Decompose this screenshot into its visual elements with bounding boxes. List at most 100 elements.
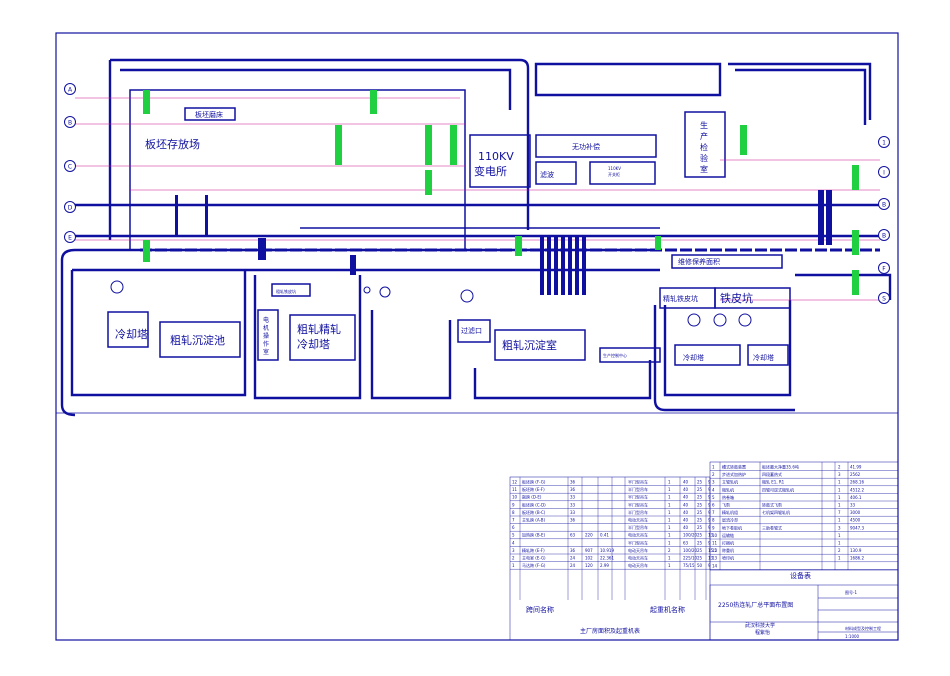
crane-cell: 25: [697, 533, 703, 538]
crane-cell: 25: [697, 556, 703, 561]
crane-cell: 半门型吊车: [628, 509, 648, 515]
crane-cell: 9: [708, 495, 711, 500]
university: 武汉科技大学: [745, 622, 775, 629]
crane-cell: 9: [708, 502, 711, 507]
axis-label-left: B: [68, 119, 72, 126]
crane-cell: 12: [512, 480, 518, 485]
title-block: [709, 584, 899, 641]
crane-cell: 副跨 (D-E): [522, 494, 542, 500]
crane-cell: 加热跨 (B-E): [522, 532, 546, 538]
equip-cell: 33: [850, 503, 856, 508]
crane-cell: 1: [668, 518, 671, 523]
crane-cell: 1: [668, 510, 671, 515]
axis-bubble-right: [878, 136, 890, 148]
drawing-frame: [55, 32, 899, 641]
axis-bubble-left: [64, 160, 76, 172]
equip-cell: 3: [712, 480, 715, 485]
crane-cell: 25: [697, 502, 703, 507]
crane-cell: 2.99: [600, 563, 609, 568]
label-finish-scale-pit: 精轧铁皮坑: [663, 294, 698, 303]
crane-cell: 75/15: [683, 563, 695, 568]
equip-cell: 2: [838, 465, 841, 470]
main-building: [107, 89, 791, 366]
equip-cell: 1: [838, 541, 841, 546]
equip-cell: 9047.3: [850, 525, 864, 530]
equip-cell: 3: [838, 472, 841, 477]
axis-bubble-right: [878, 229, 890, 241]
axis-bubble-right: [878, 292, 890, 304]
crane-cell: 精轧跨 (E-F): [522, 547, 545, 553]
crane-cell: 马达跨 (F-G): [522, 562, 546, 568]
crane-cell: 40: [683, 518, 689, 523]
equipment-table-title: 设备表: [790, 571, 811, 580]
equip-cell: 7: [838, 510, 841, 515]
axis-bubble-left: [64, 116, 76, 128]
crane-cell: 13: [708, 556, 714, 561]
finishing-mill-stands: [175, 190, 832, 295]
axis-bubble-right: [878, 262, 890, 274]
crane-cell: 9: [512, 502, 515, 507]
axis-label-left: E: [68, 234, 72, 241]
crane-cell: 33: [570, 495, 576, 500]
crane-cell: 36: [570, 487, 576, 492]
crane-cell: 1: [668, 556, 671, 561]
equip-cell: 板坯最大净重35.6吨: [762, 464, 799, 470]
label-slab-storage: 板坯存放场: [145, 137, 200, 151]
equip-cell: 地下卷取机: [722, 524, 742, 530]
crane-cell: 1: [512, 563, 515, 568]
equip-cell: 6: [712, 503, 715, 508]
crane-cell: 25: [697, 487, 703, 492]
ctrlroom-char: 操: [263, 332, 269, 340]
axis-label-right: I: [883, 169, 885, 176]
axis-label-right: B: [882, 201, 886, 208]
crane-cell: 1: [668, 563, 671, 568]
inspect-char: 生: [700, 120, 708, 130]
equip-cell: 转鼓式飞剪: [762, 502, 782, 508]
equip-cell: 14: [712, 563, 718, 568]
equip-cell: 1: [838, 480, 841, 485]
crane-cell: 50: [697, 563, 703, 568]
crane-cell: 9: [708, 525, 711, 530]
crane-cell: 9: [708, 540, 711, 545]
axis-label-left: D: [68, 204, 73, 211]
crane-cell: 33: [570, 510, 576, 515]
label-cooling-tower-2: 冷却塔: [683, 353, 704, 362]
crane-cell: 0.41: [600, 533, 609, 538]
label-rough-cooling-tower: 冷却塔: [115, 328, 148, 341]
crane-cell: 1: [668, 525, 671, 530]
label-reactive-compensation: 无功补偿: [572, 142, 600, 151]
crane-cell: 1: [668, 533, 671, 538]
equip-cell: 四辊可逆式粗轧机: [762, 486, 794, 492]
crane-cell: 主轧跨 (A-B): [522, 517, 546, 523]
equip-cell: 三助卷辊式: [762, 524, 782, 530]
equip-cell: 步进式加热炉: [722, 471, 746, 477]
inspect-char: 验: [700, 153, 708, 163]
equip-cell: 1: [838, 503, 841, 508]
equip-cell: 4: [712, 487, 715, 492]
axis-label-left: C: [68, 163, 72, 170]
equip-cell: 打捆机: [722, 540, 734, 546]
equip-cell: 4512.2: [850, 487, 864, 492]
crane-cell: 40: [683, 480, 689, 485]
equip-cell: 13: [712, 556, 718, 561]
crane-cell: 25: [697, 540, 703, 545]
crane-cell: 电动天吊车: [628, 517, 648, 523]
crane-cell: 3: [512, 548, 515, 553]
drawing-scale: 1:1000: [845, 634, 860, 639]
equip-cell: 粗轧 E1, R1: [762, 479, 785, 485]
inspect-char: 检: [700, 142, 708, 152]
equip-cell: 1: [838, 495, 841, 500]
crane-cell: 半门型吊车: [628, 501, 648, 507]
crane-cell: 主电室 (E-G): [522, 555, 546, 561]
crane-cell: 板坯跨 (C-D): [522, 501, 546, 507]
crane-cell: 24: [570, 563, 576, 568]
crane-cell: 5: [512, 533, 515, 538]
crane-cell: 36: [570, 480, 576, 485]
label-scale-pit: 铁皮坑: [720, 291, 753, 305]
label-rough-settling-room: 粗轧沉淀室: [502, 338, 557, 352]
crane-cell: 2: [512, 556, 515, 561]
